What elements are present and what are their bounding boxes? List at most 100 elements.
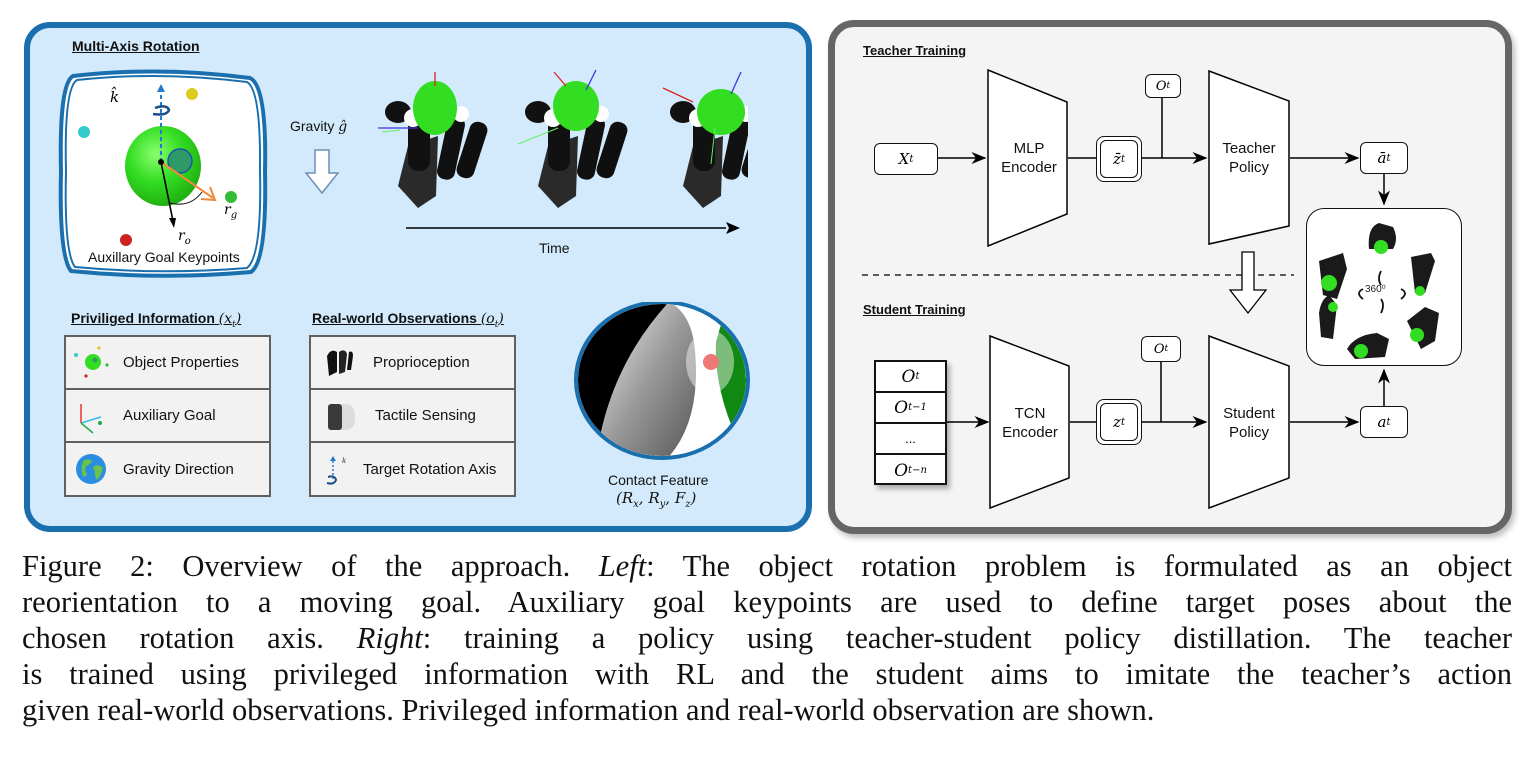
privileged-symbol: (xt): [219, 311, 242, 330]
keypoint-red: [120, 234, 132, 246]
r-g-main: r: [224, 202, 231, 218]
privileged-row-object-properties: Object Properties: [66, 337, 269, 390]
observation-row-proprioception: Proprioception: [311, 337, 514, 390]
target-rotation-axis-label: Target Rotation Axis: [363, 461, 497, 478]
fz-main: , F: [665, 489, 686, 507]
rotation-result-box: 360⁰: [1306, 208, 1462, 366]
k-hat-label: k̂: [110, 88, 120, 106]
caption-emphasis: Left: [598, 549, 647, 583]
hand-bottom-left: [1319, 295, 1337, 339]
caption-line: is trained using privileged information …: [22, 656, 1512, 692]
cf-close: ): [690, 489, 697, 507]
student-label-line1: Student: [1223, 405, 1275, 422]
r-o-vector: [160, 161, 174, 222]
privileged-info-table: Object Properties Auxiliary Goal Gravity…: [64, 335, 271, 497]
distillation-arrow: [1228, 251, 1268, 315]
caption-line: chosen rotation axis. Right: training a …: [22, 620, 1512, 656]
figure-caption: Figure 2: Overview of the approach. Left…: [22, 548, 1512, 728]
abar-main: ā: [1377, 149, 1387, 167]
object-keypoints-icon: [74, 346, 109, 378]
r-g-sub: g: [230, 209, 238, 221]
zt-sub: t: [1120, 416, 1125, 428]
keypoint-green: [225, 191, 237, 203]
caption-text: : The object rotation problem is formula…: [646, 549, 1512, 583]
rotation-axis-arrowhead: [157, 84, 165, 92]
r-g-label: rg: [224, 202, 237, 221]
gravity-arrow-icon: [304, 149, 340, 195]
student-policy-block: [1208, 334, 1290, 510]
caption-line: reorientation to a moving goal. Auxiliar…: [22, 584, 1512, 620]
object-marker: [167, 148, 193, 174]
caption-line: given real-world observations. Privilege…: [22, 692, 1512, 728]
privileged-row-auxiliary-goal: Auxiliary Goal: [66, 390, 269, 443]
student-training-title: Student Training: [863, 302, 966, 317]
privileged-title-text: Priviliged Information: [71, 310, 215, 326]
robot-hand-frame-1: [378, 72, 488, 208]
history-main: O: [894, 460, 909, 481]
rotation-axis-icon: k: [326, 456, 346, 485]
globe-icon: [76, 454, 106, 484]
contact-feature-image: [574, 302, 750, 460]
rotation-360-label: 360⁰: [1365, 284, 1386, 295]
caption-emphasis: Right: [356, 621, 423, 655]
teacher-ot-main: O: [1155, 78, 1167, 94]
observation-row-tactile-sensing: Tactile Sensing: [311, 390, 514, 443]
mlp-encoder-label: MLP Encoder: [990, 139, 1068, 177]
gravity-symbol: ĝ: [338, 119, 348, 135]
xt-sub: t: [909, 153, 914, 165]
caption-line: Figure 2: Overview of the approach. Left…: [22, 548, 1512, 584]
mlp-label-line1: MLP: [1013, 140, 1045, 157]
at-sub: t: [1386, 416, 1391, 428]
robot-hand-frame-2: [517, 69, 628, 208]
rotation-hands-illustration: [1319, 223, 1439, 359]
observations-table: Proprioception Tactile Sensing k Target …: [309, 335, 516, 497]
observations-symbol: (ot): [480, 311, 504, 330]
at-main: a: [1377, 413, 1387, 431]
mlp-label-line2: Encoder: [1001, 159, 1057, 176]
o-symbol: (o: [480, 311, 495, 327]
abar-sub: t: [1386, 152, 1391, 164]
student-label-line2: Policy: [1228, 424, 1269, 441]
x-sub: t: [232, 319, 236, 330]
object-sphere: [125, 126, 201, 206]
history-cell: ...: [876, 424, 945, 455]
proprioception-label: Proprioception: [373, 354, 470, 371]
gravity-direction-label: Gravity Direction: [123, 461, 234, 478]
auxiliary-goal-label: Auxiliary Goal: [123, 407, 216, 424]
teacher-label-line1: Teacher: [1222, 140, 1276, 157]
keypoint-cyan: [78, 126, 90, 138]
teacher-label-line2: Policy: [1228, 159, 1269, 176]
axes-icon: [80, 404, 102, 434]
keypoint-illustration: [58, 69, 268, 278]
caption-text: Figure 2: Overview of the approach.: [22, 549, 599, 583]
zbar-main: z̄: [1113, 150, 1121, 168]
history-sub: t−n: [908, 465, 927, 476]
tcn-label-line1: TCN: [1014, 405, 1046, 422]
observations-title-text: Real-world Observations: [312, 310, 477, 326]
ry-main: , R: [638, 489, 660, 507]
mlp-encoder-block: [987, 68, 1068, 248]
fz-sub: z: [685, 499, 691, 510]
hand-top: [1368, 223, 1396, 249]
rotation-curl-icon: [152, 105, 171, 116]
keypoint-yellow: [186, 88, 198, 100]
caption-text: chosen rotation axis.: [22, 621, 357, 655]
history-main: O: [901, 366, 916, 387]
teacher-training-title: Teacher Training: [863, 43, 967, 58]
keypoints-caption: Auxillary Goal Keypoints: [88, 249, 240, 265]
multi-axis-rotation-title: Multi-Axis Rotation: [72, 38, 200, 54]
rx-sub: x: [633, 499, 639, 510]
student-ot-sub: t: [1164, 344, 1169, 354]
rx-main: (R: [616, 489, 634, 507]
x-close: ): [235, 311, 242, 327]
